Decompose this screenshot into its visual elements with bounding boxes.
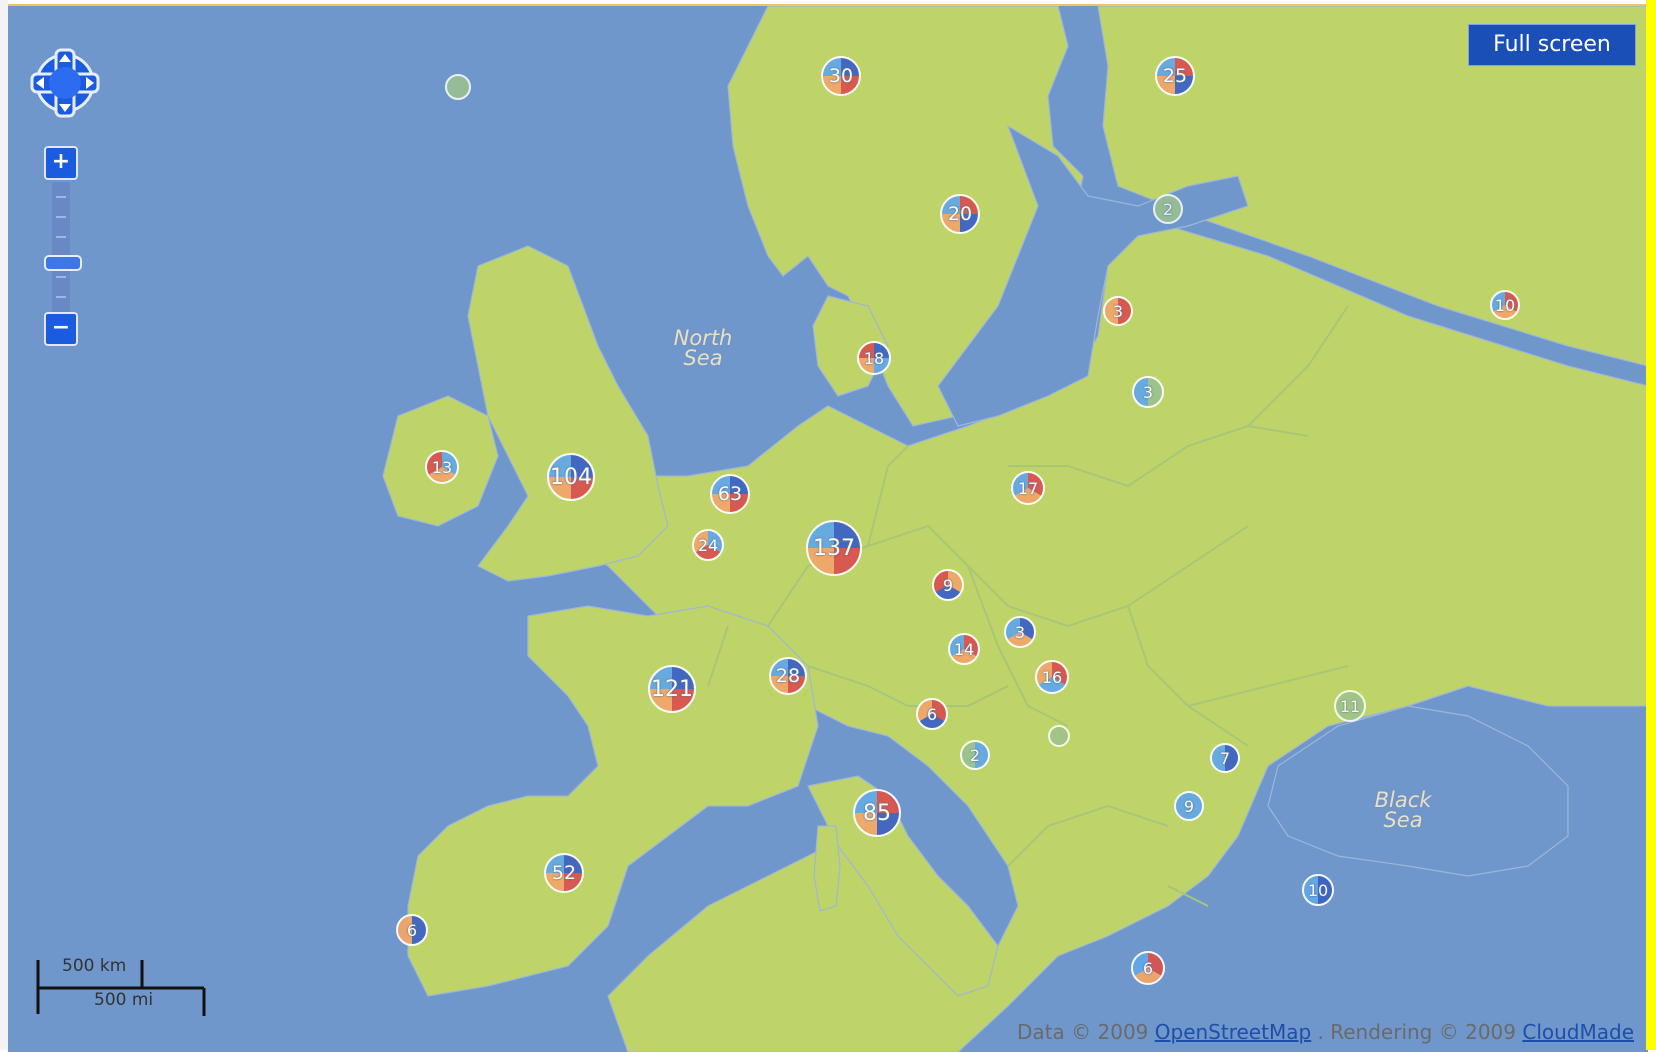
cluster-marker-ukraine[interactable]: 11 (1334, 690, 1366, 722)
cluster-marker-sweden[interactable]: 20 (940, 194, 980, 234)
cluster-count: 30 (828, 65, 854, 87)
cluster-count: 121 (651, 676, 693, 702)
cluster-marker-estonia[interactable]: 2 (1153, 194, 1183, 224)
cluster-count: 6 (926, 704, 938, 724)
land-sardinia (813, 825, 841, 912)
scale-bar: 500 km 500 mi (34, 956, 244, 1032)
land-great-britain (467, 245, 669, 582)
cluster-marker-germany[interactable]: 137 (806, 520, 862, 576)
black-sea-label: Black Sea (1368, 788, 1438, 832)
cluster-marker-norway[interactable]: 30 (821, 56, 861, 96)
black-sea-label-line2: Sea (1383, 808, 1423, 832)
cluster-count: 14 (953, 639, 975, 659)
zoom-tick (56, 296, 66, 298)
zoom-tick (56, 196, 66, 198)
cluster-marker-portugal[interactable]: 6 (396, 914, 428, 946)
cluster-marker-ireland[interactable]: 13 (425, 450, 459, 484)
cluster-count: 18 (863, 348, 885, 368)
cluster-count: 11 (1339, 696, 1361, 716)
cluster-count: 2 (969, 745, 981, 765)
north-sea-label: North Sea (668, 326, 738, 370)
cluster-count: 2 (1162, 199, 1174, 219)
north-sea-label-line1: North (673, 326, 733, 350)
cluster-count: 16 (1041, 667, 1063, 687)
land-france-iberia (407, 605, 819, 997)
cluster-marker-russia[interactable]: 10 (1490, 290, 1520, 320)
pan-arrows-icon[interactable] (28, 46, 102, 120)
plus-icon: + (51, 149, 71, 174)
cluster-count: 9 (942, 575, 954, 595)
cluster-count: 3 (1014, 622, 1026, 642)
attribution-rendering-prefix: . Rendering © 2009 (1317, 1020, 1516, 1044)
black-sea-label-line1: Black (1374, 788, 1432, 812)
north-sea-label-line2: Sea (683, 346, 723, 370)
cluster-marker-france[interactable]: 121 (648, 665, 696, 713)
cluster-marker-czech[interactable]: 9 (932, 569, 964, 601)
cluster-count: 7 (1219, 748, 1231, 768)
minus-icon: − (51, 315, 71, 340)
cluster-count: 85 (863, 800, 891, 826)
cluster-count: 3 (1112, 301, 1124, 321)
cluster-count: 6 (1142, 958, 1154, 978)
cluster-count: 25 (1162, 65, 1188, 87)
yellow-border-bar (1646, 0, 1656, 1050)
cluster-marker-serbia[interactable] (1048, 725, 1070, 747)
cluster-marker-slovenia[interactable]: 6 (916, 698, 948, 730)
openstreetmap-link[interactable]: OpenStreetMap (1154, 1020, 1312, 1044)
cluster-count: 52 (551, 862, 577, 884)
cloudmade-link[interactable]: CloudMade (1522, 1020, 1634, 1044)
cluster-count: 13 (431, 457, 453, 477)
borders (707, 305, 1349, 907)
cluster-marker-italy[interactable]: 85 (853, 789, 901, 837)
cluster-count: 9 (1183, 796, 1195, 816)
cluster-marker-austria[interactable]: 14 (948, 633, 980, 665)
scale-bar-lines (36, 960, 206, 1016)
cluster-count: 63 (717, 483, 743, 505)
cluster-count: 6 (406, 920, 418, 940)
cluster-count: 10 (1307, 880, 1329, 900)
zoom-tick (56, 216, 66, 218)
attribution: Data © 2009 OpenStreetMap . Rendering © … (1017, 1020, 1634, 1044)
cluster-marker-spain[interactable]: 52 (544, 853, 584, 893)
zoom-tick (56, 276, 66, 278)
cluster-marker-iceland[interactable] (445, 74, 471, 100)
cluster-marker-poland[interactable]: 17 (1011, 471, 1045, 505)
attribution-data-prefix: Data © 2009 (1017, 1020, 1149, 1044)
zoom-tick (56, 236, 66, 238)
cluster-marker-bosnia[interactable]: 2 (960, 740, 990, 770)
cluster-marker-slovakia[interactable]: 3 (1004, 616, 1036, 648)
black-sea (1267, 705, 1569, 877)
land-finland (1097, 6, 1648, 367)
cluster-count: 17 (1017, 478, 1039, 498)
fullscreen-button[interactable]: Full screen (1468, 24, 1636, 66)
cluster-marker-finland[interactable]: 25 (1155, 56, 1195, 96)
cluster-marker-romania[interactable]: 7 (1210, 743, 1240, 773)
scale-km-label: 500 km (62, 956, 127, 976)
cluster-count: 3 (1142, 382, 1154, 402)
zoom-slider-handle[interactable] (44, 255, 82, 271)
cluster-count: 104 (550, 464, 592, 490)
cluster-count: 20 (947, 203, 973, 225)
scale-mi-label: 500 mi (94, 990, 154, 1010)
cluster-marker-greece[interactable]: 6 (1131, 951, 1165, 985)
cluster-count: 10 (1494, 295, 1516, 315)
cluster-marker-hungary[interactable]: 16 (1035, 660, 1069, 694)
zoom-in-button[interactable]: + (44, 146, 78, 180)
basemap (382, 6, 1648, 1052)
cluster-marker-switzerland[interactable]: 28 (769, 657, 807, 695)
cluster-marker-lithuania[interactable]: 3 (1132, 376, 1164, 408)
cluster-marker-netherlands[interactable]: 63 (710, 474, 750, 514)
cluster-count: 137 (813, 535, 855, 561)
cluster-marker-denmark[interactable]: 18 (857, 341, 891, 375)
cluster-marker-uk[interactable]: 104 (547, 453, 595, 501)
cluster-marker-latvia[interactable]: 3 (1103, 296, 1133, 326)
cluster-marker-belgium[interactable]: 24 (692, 529, 724, 561)
cluster-marker-bulgaria[interactable]: 9 (1174, 791, 1204, 821)
cluster-count: 28 (775, 665, 801, 687)
zoom-out-button[interactable]: − (44, 312, 78, 346)
cluster-count: 24 (697, 535, 719, 555)
cluster-marker-turkey[interactable]: 10 (1302, 874, 1334, 906)
